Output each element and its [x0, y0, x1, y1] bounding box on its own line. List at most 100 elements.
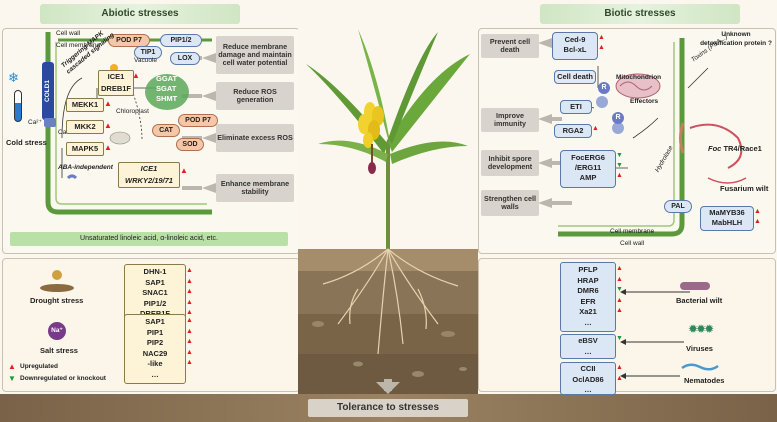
cell-membrane-label: Cell membrane: [56, 42, 101, 49]
salt-gene-list: SAP1 PIP1 PIP2 NAC29 -like …: [124, 314, 186, 384]
snowflake-icon: ❄: [8, 70, 19, 85]
unknown-protein-label: Unknown detoxification protein ?: [700, 31, 772, 47]
r-receptor-2: R: [612, 112, 624, 124]
ced9-label: Ced-9: [564, 35, 586, 44]
virus-gene-list: eBSV …: [560, 334, 616, 359]
cat-pill: CAT: [152, 124, 180, 137]
bacterial-gene-list: PFLP HRAP DMR6 EFR Xa21 …: [560, 262, 616, 332]
nematode-icon: [681, 363, 719, 371]
mkk2-box: MKK2: [66, 120, 104, 134]
nematode-gene: CCII: [580, 364, 596, 373]
myb-gene: MabHLH: [711, 218, 743, 227]
nematode-gene: …: [584, 385, 592, 394]
salt-stress-label: Salt stress: [40, 346, 78, 355]
nematodes-label: Nematodes: [684, 376, 725, 385]
foc-gene: FocERG6: [571, 153, 605, 162]
chloroplast-label: Chloroplast: [116, 108, 149, 115]
ca-label-1: Ca²⁺: [28, 119, 42, 126]
biotic-cell-membrane-label: Cell membrane: [610, 228, 655, 235]
pip12-pill: PIP1/2: [160, 34, 202, 47]
salt-gene: PIP2: [146, 338, 164, 347]
drought-gene: PIP1/2: [143, 298, 167, 308]
shmt-label: SHMT: [156, 94, 178, 103]
banana-bunch: [358, 102, 384, 174]
bacterial-gene: DMR6: [577, 286, 599, 295]
bacterial-gene: HRAP: [577, 275, 599, 285]
salt-up-arrows: ▲▲▲▲▲: [186, 317, 193, 366]
ggat-label: GGAT: [156, 74, 178, 83]
biotic-cell-wall-label: Cell wall: [620, 240, 645, 247]
abiotic-header: Abiotic stresses: [40, 4, 240, 24]
nematode-gene-list: CCII OclAD86 …: [560, 362, 616, 395]
drought-gene: DHN-1: [143, 267, 167, 276]
cold-stress-label: Cold stress: [6, 138, 47, 147]
effect-reduce-ros: Reduce ROS generation: [216, 82, 294, 110]
drought-stress-label: Drought stress: [30, 296, 84, 305]
ced9-up-arrows: ▲▲: [598, 34, 605, 51]
biotic-header: Biotic stresses: [540, 4, 740, 24]
foc-label: Foc TR4/Race1: [708, 144, 762, 153]
nematode-up-arrows: ▲▲: [616, 364, 623, 382]
foc-gene: /ERG11: [574, 163, 602, 172]
lox-pill: LOX: [170, 52, 200, 65]
biotic-bottom-panel: [478, 258, 776, 392]
eti-box: ETI: [560, 100, 592, 114]
mitochondrion-shape: [615, 73, 661, 99]
ice1-italic-label: ICE1: [140, 164, 158, 173]
virus-gene: eBSV: [578, 336, 598, 345]
chloroplast-shape: [145, 74, 189, 110]
legend-up-arrow: ▲: [8, 362, 16, 371]
wrky-label: WRKY2/19/71: [125, 176, 173, 185]
bacterial-gene: PFLP: [578, 265, 598, 274]
pod-p7-top: POD P7: [108, 34, 150, 47]
bacterial-gene: EFR: [580, 296, 596, 306]
wrky-up-arrow: ▲: [180, 166, 188, 175]
salt-gene: …: [151, 369, 159, 379]
bacterial-wilt-label: Bacterial wilt: [676, 296, 723, 305]
ca-label-2: Ca²⁺: [58, 129, 72, 136]
cell-wall-label: Cell wall: [56, 30, 81, 37]
bacterium-icon: [680, 282, 710, 290]
fusarium-label: Fusarium wilt: [720, 184, 769, 193]
rga2-up-arrow: ▲: [592, 125, 599, 132]
virus-down-arrow: ▼: [616, 335, 623, 342]
virus-icon: ✹✹✹: [688, 322, 714, 336]
foc-prefix: Foc: [708, 144, 722, 153]
myb-up-arrows: ▲▲: [754, 208, 761, 225]
ice1-up-arrow: ▲: [132, 71, 140, 80]
cell-death-box: Cell death: [554, 70, 596, 84]
viruses-label: Viruses: [686, 344, 713, 353]
sod-pill: SOD: [176, 138, 204, 151]
bacterial-arrows: ▲▲▼▲▲: [616, 265, 623, 314]
drought-gene: SAP1: [145, 277, 165, 287]
stones: [312, 321, 467, 377]
mekk1-box: MEKK1: [66, 98, 104, 112]
drought-icon: [40, 270, 74, 292]
dreb1f-label: DREB1F: [100, 84, 131, 93]
myb-gene: MaMYB36: [709, 208, 745, 217]
effect-inhibit-spore: Inhibit spore development: [481, 150, 539, 176]
effect-prevent-cell-death: Prevent cell death: [481, 34, 539, 58]
drought-up-arrows: ▲▲▲▲▲: [186, 267, 193, 316]
myb-box: MaMYB36 MabHLH: [700, 206, 754, 231]
ca-channel: [44, 118, 56, 127]
legend-down-arrow: ▼: [8, 374, 16, 383]
pod-p7-mid: POD P7: [178, 114, 218, 127]
drought-gene: DREB1F: [125, 309, 185, 320]
rga2-box: RGA2: [554, 124, 592, 138]
foc-gene: AMP: [579, 173, 597, 182]
unsaturated-bar: Unsaturated linoleic acid, α-linoleic ac…: [10, 232, 288, 246]
mapk5-up-arrow: ▲: [104, 143, 112, 152]
effectors-label: Effectors: [630, 98, 659, 105]
footer-title: Tolerance to stresses: [308, 399, 468, 417]
effect-strengthen-walls: Strengthen cell walls: [481, 190, 539, 216]
cold1-receptor: COLD1: [42, 62, 54, 120]
mitochondrion-label: Mitochondrion: [616, 74, 662, 81]
foc-race: TR4/Race1: [723, 144, 762, 153]
legend-down-label: Downregulated or knockout: [20, 375, 106, 382]
banana-plant-illustration: [298, 24, 478, 394]
salt-gene: -like: [147, 359, 163, 368]
drought-gene: SNAC1: [142, 288, 168, 297]
